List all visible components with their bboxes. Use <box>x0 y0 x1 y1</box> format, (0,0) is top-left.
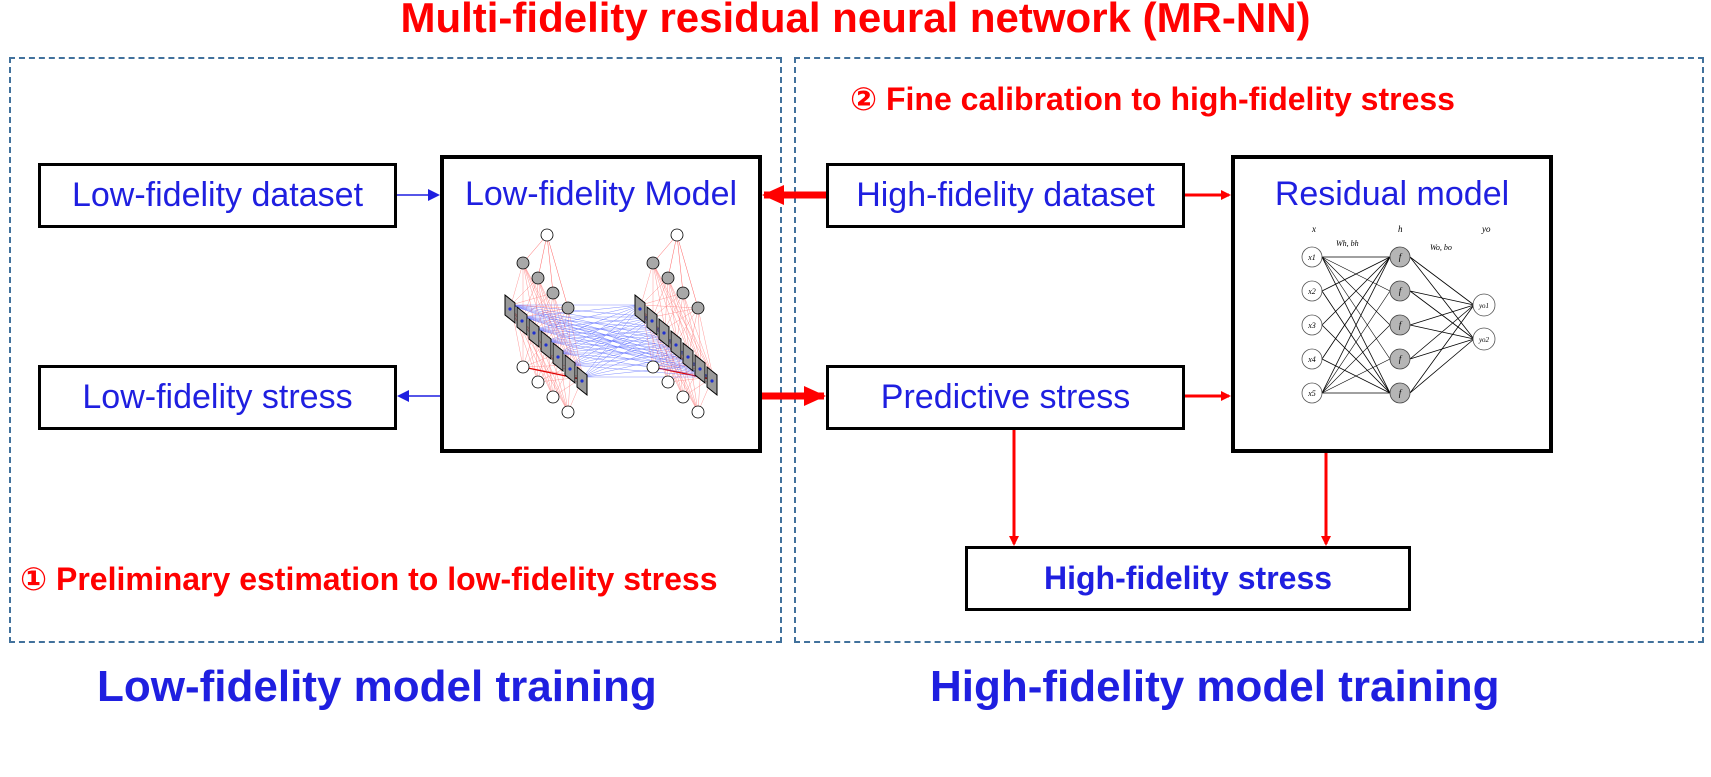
svg-text:yo1: yo1 <box>1478 302 1489 310</box>
network-node <box>646 360 660 374</box>
network-node <box>531 375 545 389</box>
hidden-node: f <box>1389 382 1411 404</box>
svg-text:f: f <box>1399 286 1403 296</box>
network-node <box>516 256 530 270</box>
high-fidelity-dataset-label: High-fidelity dataset <box>856 176 1155 214</box>
low-fidelity-dataset-box: Low-fidelity dataset <box>38 163 397 228</box>
network-node <box>670 228 684 242</box>
output-node: yo1 <box>1472 293 1496 317</box>
svg-text:f: f <box>1399 252 1403 262</box>
output-layer-label: yo <box>1481 224 1491 234</box>
network-node <box>676 390 690 404</box>
svg-text:f: f <box>1399 354 1403 364</box>
network-node <box>546 286 560 300</box>
high-fidelity-training-caption: High-fidelity model training <box>930 662 1500 711</box>
residual-model-box: Residual model <box>1231 155 1553 453</box>
svg-text:f: f <box>1399 320 1403 330</box>
low-fidelity-network-diagram <box>504 228 718 419</box>
network-node <box>546 390 560 404</box>
high-fidelity-stress-box: High-fidelity stress <box>965 546 1411 611</box>
network-node <box>540 228 554 242</box>
hidden-node: f <box>1389 314 1411 336</box>
hidden-node: f <box>1389 348 1411 370</box>
residual-model-label: Residual model <box>1274 175 1510 213</box>
svg-text:x2: x2 <box>1307 287 1316 296</box>
high-fidelity-panel <box>794 57 1704 643</box>
network-node <box>646 256 660 270</box>
low-fidelity-stress-label: Low-fidelity stress <box>82 378 353 416</box>
low-fidelity-model-label: Low-fidelity Model <box>464 175 738 213</box>
low-fidelity-model-box: Low-fidelity Model <box>440 155 762 453</box>
step-1-label: ① Preliminary estimation to low-fidelity… <box>20 561 718 597</box>
hidden-layer-label: h <box>1398 224 1403 234</box>
hidden-node: f <box>1389 280 1411 302</box>
high-fidelity-stress-label: High-fidelity stress <box>1043 560 1333 596</box>
output-weight-label: Wo, bo <box>1430 243 1452 252</box>
diagram-title: Multi-fidelity residual neural network (… <box>400 0 1311 41</box>
hidden-node: f <box>1389 246 1411 268</box>
network-node <box>531 271 545 285</box>
network-node <box>661 375 675 389</box>
network-node <box>691 405 705 419</box>
network-node <box>691 301 705 315</box>
low-fidelity-training-caption: Low-fidelity model training <box>97 662 657 711</box>
network-node <box>516 360 530 374</box>
input-node: x5 <box>1301 382 1323 404</box>
svg-text:x5: x5 <box>1307 389 1316 398</box>
input-node: x1 <box>1301 246 1323 268</box>
input-layer-label: x <box>1311 224 1316 234</box>
svg-text:f: f <box>1399 388 1403 398</box>
step-2-label: ② Fine calibration to high-fidelity stre… <box>850 81 1455 117</box>
network-node <box>561 301 575 315</box>
output-node: yo2 <box>1472 327 1496 351</box>
low-fidelity-dataset-label: Low-fidelity dataset <box>71 176 364 214</box>
predictive-stress-label: Predictive stress <box>880 378 1131 416</box>
svg-text:x1: x1 <box>1307 253 1316 262</box>
svg-text:x3: x3 <box>1307 321 1316 330</box>
hidden-weight-label: Wh, bh <box>1336 239 1359 248</box>
high-fidelity-dataset-box: High-fidelity dataset <box>826 163 1185 228</box>
input-node: x2 <box>1301 280 1323 302</box>
network-node <box>661 271 675 285</box>
network-node <box>561 405 575 419</box>
input-node: x4 <box>1301 348 1323 370</box>
residual-network-diagram: x1 x2 x3 x4 x5 f f f f f yo1 yo2 x h yo Wh, bh Wo, … <box>1301 224 1496 404</box>
svg-text:x4: x4 <box>1307 355 1316 364</box>
low-fidelity-panel <box>9 57 782 643</box>
svg-text:yo2: yo2 <box>1478 336 1490 344</box>
low-fidelity-stress-box: Low-fidelity stress <box>38 365 397 430</box>
network-node <box>676 286 690 300</box>
predictive-stress-box: Predictive stress <box>826 365 1185 430</box>
input-node: x3 <box>1301 314 1323 336</box>
